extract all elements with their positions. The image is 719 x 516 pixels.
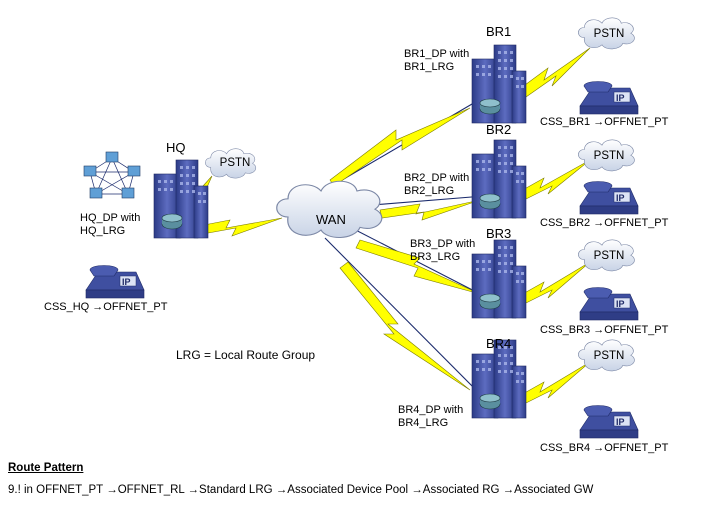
br1-pstn-label: PSTN: [593, 28, 625, 40]
br2-site-label: BR2: [486, 122, 512, 137]
br4-ip-phone-icon: [579, 405, 639, 439]
br3-ip-phone-icon: [579, 287, 639, 321]
br1-ip-phone-icon: [579, 81, 639, 115]
br1-css-label: CSS_BR1 →OFFNET_PT: [540, 116, 669, 128]
route-pattern-text: 9.! in OFFNET_PT →OFFNET_RL →Standard LR…: [8, 484, 594, 496]
br3-css-label: CSS_BR3 →OFFNET_PT: [540, 324, 669, 336]
legend-lrg: LRG = Local Route Group: [176, 348, 316, 362]
route-pattern-title: Route Pattern: [8, 462, 84, 474]
br2-pstn-label: PSTN: [593, 150, 625, 162]
br2-ip-phone-icon: [579, 181, 639, 215]
br4-phone-ip-text: IP: [616, 417, 625, 427]
br3-site-label: BR3: [486, 226, 512, 241]
br1-site-label: BR1: [486, 24, 512, 39]
hq-server-cluster-icon: [83, 151, 141, 199]
wan-cloud: [276, 180, 383, 239]
br1-building: [471, 44, 527, 124]
hq-pstn-label: PSTN: [219, 157, 251, 169]
br2-building: [471, 139, 527, 219]
hq-css-label: CSS_HQ →OFFNET_PT: [44, 301, 168, 313]
wan-label: WAN: [316, 212, 346, 227]
hq-site-label: HQ: [166, 140, 186, 155]
br4-pstn-label: PSTN: [593, 350, 625, 362]
br3-building: [471, 239, 527, 319]
br3-pstn-label: PSTN: [593, 250, 625, 262]
br4-css-label: CSS_BR4 →OFFNET_PT: [540, 442, 669, 454]
br3-phone-ip-text: IP: [616, 299, 625, 309]
br2-css-label: CSS_BR2 →OFFNET_PT: [540, 217, 669, 229]
br1-phone-ip-text: IP: [616, 93, 625, 103]
br4-building: [471, 339, 527, 419]
hq-ip-phone-icon: [85, 265, 145, 299]
hq-phone-ip-text: IP: [122, 277, 131, 287]
br2-phone-ip-text: IP: [616, 193, 625, 203]
hq-building: [153, 159, 209, 239]
wan-lightning: [177, 107, 481, 391]
br4-site-label: BR4: [486, 336, 512, 351]
